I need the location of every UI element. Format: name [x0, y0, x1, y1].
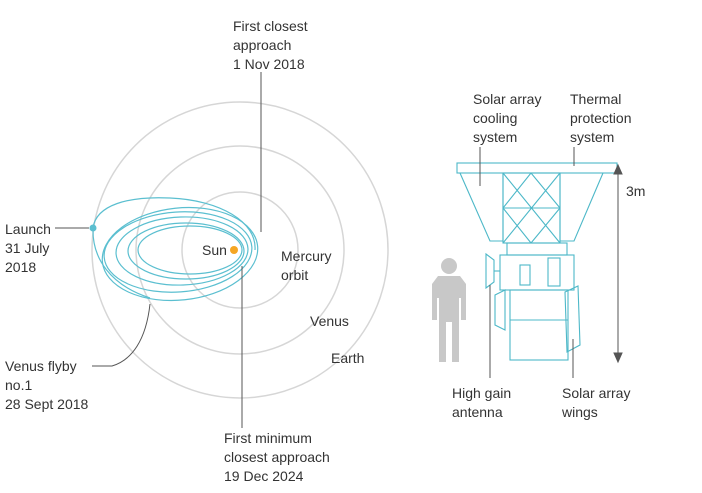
venus-orbit-ring	[135, 145, 345, 355]
launch-point	[89, 224, 97, 232]
label-venus-flyby: Venus flyby no.1 28 Sept 2018	[5, 358, 89, 412]
antenna-dish	[485, 252, 495, 290]
label-launch: Launch 31 July 2018	[5, 221, 51, 275]
label-venus: Venus	[310, 313, 349, 329]
label-mercury-orbit: Mercury orbit	[281, 248, 332, 283]
trajectory-loop-3	[115, 216, 249, 286]
trajectory-launch-arc	[92, 197, 256, 251]
spacecraft-leaders	[479, 147, 575, 378]
label-first-minimum-closest-approach: First minimum closest approach 19 Dec 20…	[224, 430, 330, 484]
label-sun: Sun	[202, 242, 227, 258]
sun-dot	[230, 246, 238, 254]
cooling-radiator-left	[459, 172, 504, 242]
bus-panel-1	[519, 264, 531, 286]
earth-orbit-ring	[91, 101, 389, 399]
label-solar-array-wings: Solar array wings	[562, 385, 631, 420]
bus-lower	[509, 289, 569, 361]
spacecraft	[456, 162, 618, 361]
leader-venus-flyby	[92, 303, 151, 367]
trajectory-loop-1	[101, 206, 259, 302]
trajectory-path	[92, 197, 259, 302]
solar-wing-left	[494, 289, 506, 331]
height-arrow-bottom	[613, 352, 623, 364]
height-arrow-top	[613, 163, 623, 175]
bus-top	[506, 242, 568, 256]
thermal-protection-shield	[456, 162, 618, 174]
mercury-orbit-ring	[181, 191, 299, 309]
trajectory-loop-4	[127, 222, 245, 280]
label-height: 3m	[626, 183, 646, 199]
label-solar-array-cooling: Solar array cooling system	[473, 91, 542, 145]
human-silhouette	[432, 258, 466, 362]
truss-cross	[502, 172, 561, 244]
label-earth: Earth	[331, 350, 365, 366]
trajectory-loop-2	[103, 211, 253, 293]
height-arrow	[613, 163, 623, 364]
human-head	[441, 258, 457, 274]
bus-panel-2	[547, 257, 561, 287]
trajectory-loop-5	[137, 225, 243, 275]
label-first-closest-approach: First closest approach 1 Nov 2018	[233, 18, 308, 72]
trajectory-launch-tail	[92, 227, 151, 299]
bus-body	[499, 254, 575, 291]
solar-wing-right	[564, 285, 581, 353]
cooling-radiator-right	[559, 172, 604, 242]
leader-lines	[55, 72, 262, 428]
label-thermal-protection: Thermal protection system	[570, 91, 632, 145]
human-body	[432, 276, 466, 362]
label-high-gain-antenna: High gain antenna	[452, 385, 512, 420]
